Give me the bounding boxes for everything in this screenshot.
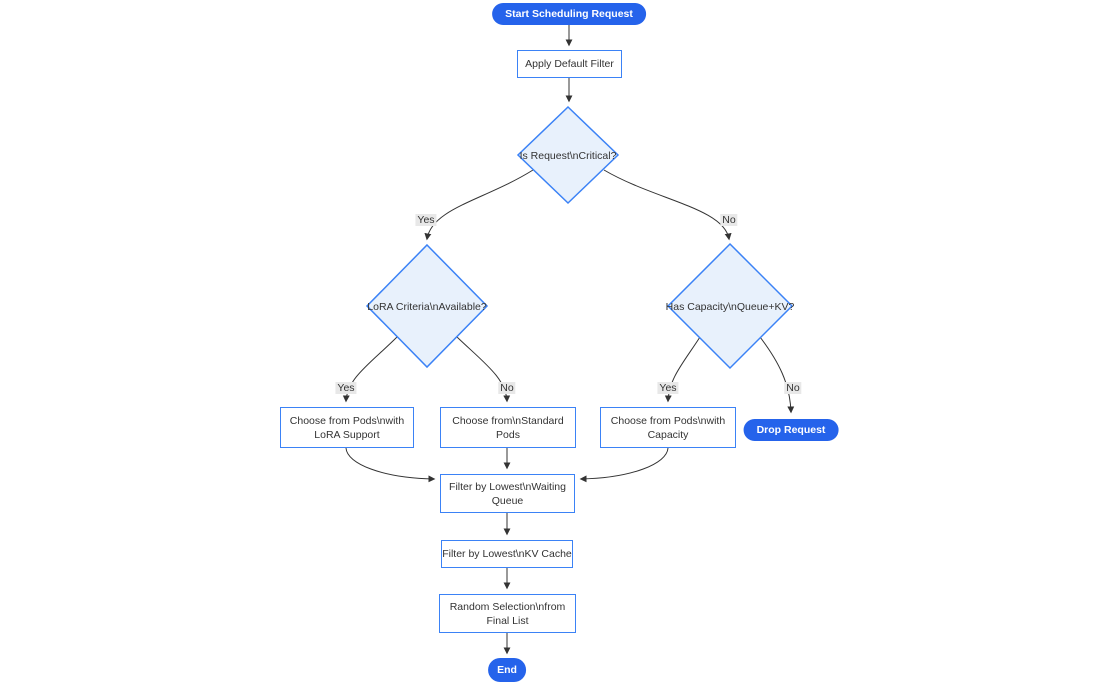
node-label-has-capacity-queue-kv: Has Capacity\nQueue+KV?	[665, 301, 795, 313]
node-apply-default-filter: Apply Default Filter	[517, 50, 622, 78]
edge-label-capacity-no: No	[784, 382, 802, 394]
node-drop-request: Drop Request	[743, 419, 839, 441]
node-filter-lowest-kv-cache: Filter by Lowest\nKV Cache	[441, 540, 573, 568]
node-label-line2: Capacity	[647, 428, 689, 441]
node-choose-pods-capacity: Choose from Pods\nwith Capacity	[600, 407, 736, 448]
node-choose-standard-pods: Choose from\nStandard Pods	[440, 407, 576, 448]
node-label-line1: Choose from Pods\nwith	[289, 414, 405, 427]
node-end: End	[488, 658, 526, 682]
edge-capacity-yes-to-choose-capacity	[664, 336, 701, 403]
node-label-line2: Queue	[491, 494, 524, 507]
edge-choose-lora-to-filter-queue	[345, 447, 436, 483]
node-random-selection-final-list: Random Selection\nfrom Final List	[439, 594, 576, 633]
edge-label-capacity-yes: Yes	[657, 382, 679, 394]
edge-capacity-no-to-drop	[759, 336, 795, 414]
edge-lora-no-to-choose-standard	[456, 336, 511, 403]
node-label-is-request-critical: Is Request\nCritical?	[519, 150, 617, 162]
node-label-line1: Choose from\nStandard	[452, 414, 564, 427]
node-label-line1: Filter by Lowest\nWaiting	[449, 480, 566, 493]
node-label: Filter by Lowest\nKV Cache	[442, 548, 572, 560]
edge-label-lora-yes: Yes	[335, 382, 357, 394]
node-label: Apply Default Filter	[525, 58, 614, 70]
edge-label-critical-no: No	[720, 214, 738, 226]
node-label-line2: Pods	[496, 428, 520, 441]
diamond-has-capacity-queue-kv	[666, 242, 794, 370]
edge-label-critical-yes: Yes	[415, 214, 437, 226]
edge-critical-yes-to-lora	[424, 169, 534, 241]
node-choose-pods-lora-support: Choose from Pods\nwith LoRA Support	[280, 407, 414, 448]
node-filter-lowest-waiting-queue: Filter by Lowest\nWaiting Queue	[440, 474, 575, 513]
node-label-line2: LoRA Support	[314, 428, 380, 441]
node-label-line2: Final List	[486, 614, 529, 627]
node-label-lora-criteria-available: LoRA Criteria\nAvailable?	[367, 301, 487, 313]
edge-label-lora-no: No	[498, 382, 516, 394]
edge-choose-capacity-to-filter-queue	[579, 447, 669, 483]
edge-critical-no-to-capacity	[603, 169, 732, 241]
node-label-line1: Random Selection\nfrom	[449, 600, 566, 613]
diamond-is-request-critical	[516, 105, 620, 205]
node-label-line1: Choose from Pods\nwith	[610, 414, 726, 427]
node-start-scheduling-request: Start Scheduling Request	[492, 3, 646, 25]
diamond-lora-criteria-available	[365, 243, 489, 369]
edge-lora-yes-to-choose-lora	[342, 336, 398, 403]
